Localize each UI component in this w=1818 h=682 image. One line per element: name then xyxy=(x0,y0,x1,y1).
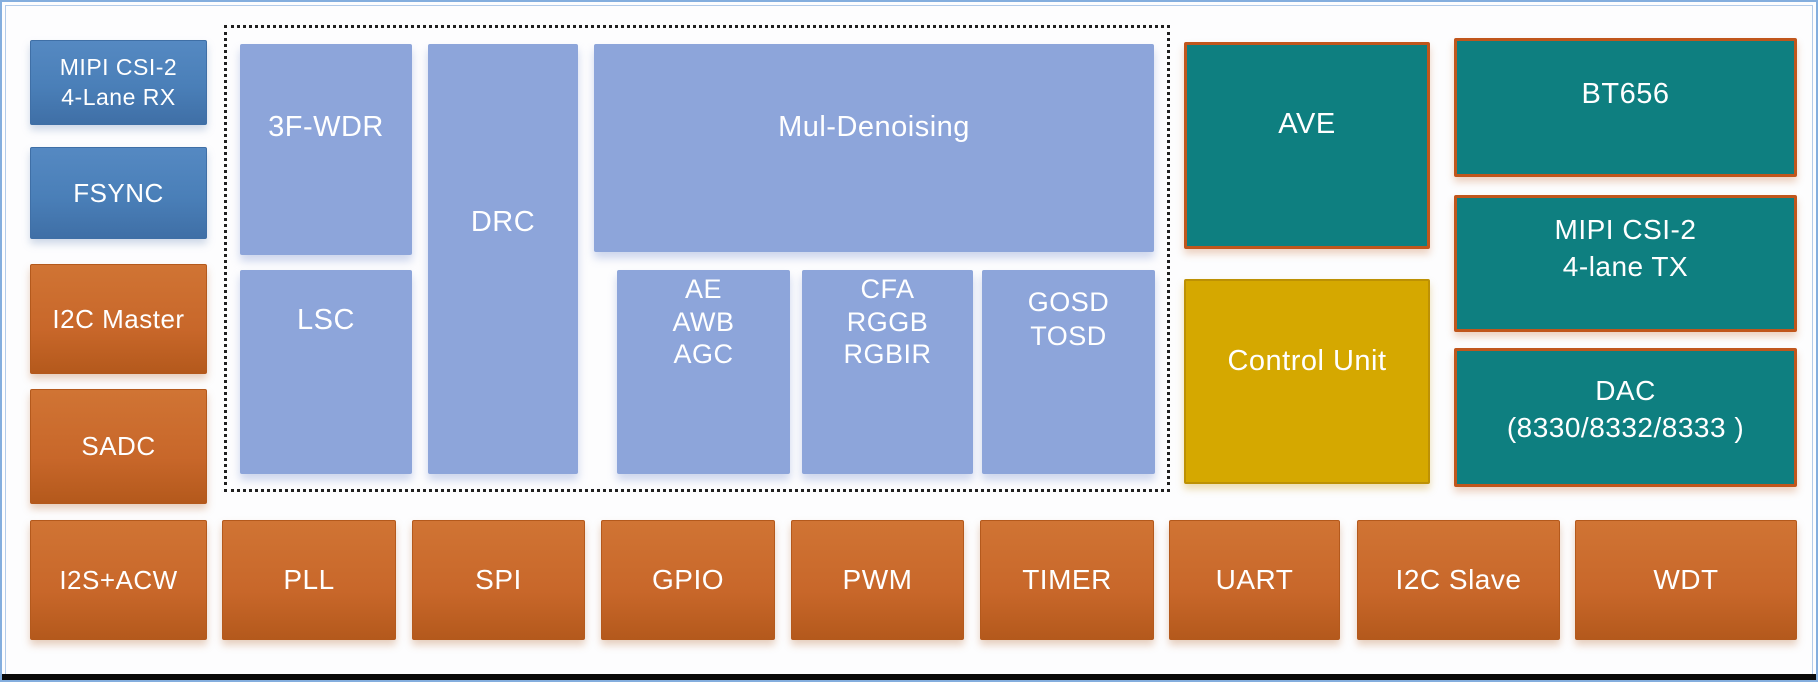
block-label: BT656 xyxy=(1581,78,1670,110)
block-label-line: AWB xyxy=(672,306,735,337)
block-mul-denoising: Mul-Denoising xyxy=(594,44,1154,252)
block-mipi-csi2-rx: MIPI CSI-2 4-Lane RX xyxy=(30,40,207,125)
block-bt656: BT656 xyxy=(1454,38,1797,177)
block-ave: AVE xyxy=(1184,42,1430,249)
block-wdt: WDT xyxy=(1575,520,1797,640)
block-label: Mul-Denoising xyxy=(778,110,970,143)
block-dac: DAC (8330/8332/8333 ) xyxy=(1454,348,1797,487)
bottom-bar xyxy=(2,674,1816,680)
block-sadc: SADC xyxy=(30,389,207,504)
block-gosd-tosd: GOSD TOSD xyxy=(982,270,1155,474)
block-label-line: 4-lane TX xyxy=(1562,250,1689,282)
block-label-line: 4-Lane RX xyxy=(61,83,176,110)
block-label: FSYNC xyxy=(73,177,164,208)
block-label: SADC xyxy=(81,431,156,461)
block-label-line: RGGB xyxy=(846,306,929,337)
block-label: I2S+ACW xyxy=(59,564,178,595)
block-drc: DRC xyxy=(428,44,578,474)
block-label-line: AGC xyxy=(673,339,734,370)
block-label: LSC xyxy=(297,303,355,336)
block-label: I2C Master xyxy=(52,303,185,334)
block-label: SPI xyxy=(475,564,522,595)
block-gpio: GPIO xyxy=(601,520,775,640)
block-label: I2C Slave xyxy=(1395,564,1522,595)
block-label: PWM xyxy=(842,564,913,595)
block-label: PLL xyxy=(283,564,335,595)
block-uart: UART xyxy=(1169,520,1340,640)
block-i2c-master: I2C Master xyxy=(30,264,207,374)
block-control-unit: Control Unit xyxy=(1184,279,1430,484)
block-label: 3F-WDR xyxy=(268,111,384,143)
block-label-line: GOSD xyxy=(1027,287,1110,318)
block-3f-wdr: 3F-WDR xyxy=(240,44,412,255)
block-label-line: (8330/8332/8333 ) xyxy=(1506,411,1745,443)
block-label-line: RGBIR xyxy=(843,339,932,370)
block-cfa-rggb-rgbir: CFA RGGB RGBIR xyxy=(802,270,973,474)
block-label: WDT xyxy=(1653,564,1719,595)
isp-dashed-group xyxy=(224,25,1170,492)
block-label-line: DAC xyxy=(1595,375,1656,407)
block-pwm: PWM xyxy=(791,520,964,640)
block-spi: SPI xyxy=(412,520,585,640)
block-label: UART xyxy=(1215,564,1294,595)
block-label-line: MIPI CSI-2 xyxy=(1554,214,1697,246)
block-label: AVE xyxy=(1278,108,1336,140)
block-label-line: MIPI CSI-2 xyxy=(59,53,178,80)
block-lsc: LSC xyxy=(240,270,412,474)
block-label-line: TOSD xyxy=(1030,321,1107,351)
block-fsync: FSYNC xyxy=(30,147,207,239)
block-timer: TIMER xyxy=(980,520,1154,640)
block-label: DRC xyxy=(470,205,536,238)
block-i2s-acw: I2S+ACW xyxy=(30,520,207,640)
block-label: Control Unit xyxy=(1227,345,1387,377)
block-pll: PLL xyxy=(222,520,396,640)
block-label-line: CFA xyxy=(860,274,915,305)
block-mipi-csi2-tx: MIPI CSI-2 4-lane TX xyxy=(1454,195,1797,332)
block-label: GPIO xyxy=(651,564,724,595)
block-label: TIMER xyxy=(1022,564,1112,595)
block-label-line: AE xyxy=(684,274,723,305)
block-ae-awb-agc: AE AWB AGC xyxy=(617,270,790,474)
block-i2c-slave: I2C Slave xyxy=(1357,520,1560,640)
